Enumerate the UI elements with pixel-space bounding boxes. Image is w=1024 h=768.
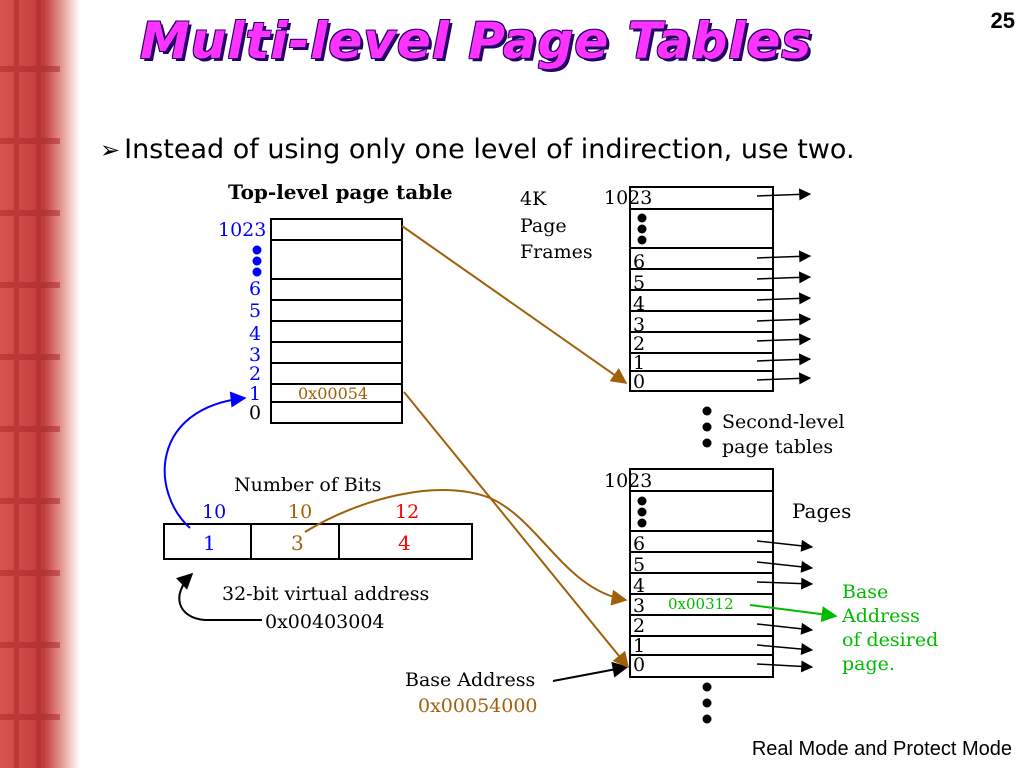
top-label-5: 5: [249, 300, 261, 322]
top-table-title: Top-level page table: [228, 180, 453, 204]
desired-page-label: Base Address of desired page.: [841, 581, 938, 675]
top-level-table: Top-level page table 1023 6 5 4 3 2 1 0 …: [218, 180, 453, 424]
bits-title: Number of Bits: [234, 474, 381, 496]
field-table: 3: [291, 531, 304, 555]
svg-text:of desired: of desired: [842, 629, 938, 651]
svg-text:3: 3: [633, 595, 645, 617]
second-level-label: Second-level page tables: [702, 406, 845, 458]
slide-number: 25: [990, 8, 1015, 33]
svg-text:4: 4: [633, 575, 645, 597]
second-level-table-2: 1023 6 5 4 3 2 1 0 0x00312: [604, 468, 838, 724]
svg-text:2: 2: [633, 333, 645, 355]
pages-label: Pages: [792, 499, 851, 523]
va-value: 0x00403004: [265, 611, 385, 633]
top-label-2: 2: [249, 363, 261, 385]
svg-text:6: 6: [633, 251, 645, 273]
base-address-label: Base Address: [405, 669, 535, 691]
svg-text:5: 5: [633, 554, 645, 576]
top-entry-value: 0x00054: [298, 384, 368, 403]
virtual-address-fields: Number of Bits 10 10 12 1 3 4 32-bit vir…: [163, 474, 473, 633]
top-label-4: 4: [249, 323, 261, 345]
svg-text:Second-level: Second-level: [722, 411, 845, 433]
bottom-ellipsis-icon: [702, 682, 712, 724]
svg-text:Address: Address: [841, 605, 920, 627]
svg-text:2: 2: [633, 615, 645, 637]
bit-width-table: 10: [288, 501, 312, 523]
base-address-value: 0x00054000: [418, 695, 538, 717]
top-label-1: 1: [249, 383, 261, 405]
table1-ellipsis-icon: [637, 213, 647, 245]
svg-text:4: 4: [633, 293, 645, 315]
top-ellipsis: [252, 245, 262, 277]
frames-label: 4K Page Frames: [520, 188, 593, 263]
svg-text:5: 5: [633, 272, 645, 294]
svg-text:1023: 1023: [604, 187, 652, 209]
table-index-arrow: [304, 489, 628, 606]
svg-text:page.: page.: [842, 653, 895, 675]
second-level-table-1: 1023 6 5 4 3 2 1 0: [604, 186, 812, 393]
svg-text:Frames: Frames: [520, 241, 593, 263]
top-label-6: 6: [249, 278, 261, 300]
top-label-1023: 1023: [218, 219, 266, 241]
field-offset: 4: [398, 531, 411, 555]
bit-width-dir: 10: [202, 501, 226, 523]
svg-text:page tables: page tables: [722, 436, 833, 458]
top-label-3: 3: [249, 344, 261, 366]
svg-text:3: 3: [633, 314, 645, 336]
svg-text:1: 1: [633, 352, 645, 374]
bullet-arrow-icon: ➢: [100, 136, 121, 164]
svg-text:0: 0: [633, 371, 645, 393]
va-label: 32-bit virtual address: [222, 583, 429, 605]
svg-text:4K: 4K: [520, 188, 547, 210]
svg-text:0: 0: [633, 654, 645, 676]
bullet-point: ➢Instead of using only one level of indi…: [100, 134, 855, 165]
top1023-to-table1-arrow: [401, 225, 628, 384]
bullet-text: Instead of using only one level of indir…: [124, 134, 855, 165]
table2-entry-value: 0x00312: [668, 595, 734, 613]
top-label-0: 0: [249, 402, 261, 424]
svg-text:Base: Base: [842, 581, 888, 603]
slide-title: Multi-level Page Tables: [140, 12, 813, 70]
decorative-stripe: [0, 0, 80, 768]
field-dir: 1: [203, 531, 216, 555]
dir-index-arrow: [163, 391, 247, 529]
svg-text:1: 1: [633, 635, 645, 657]
svg-text:Page: Page: [520, 215, 567, 237]
bit-width-offset: 12: [395, 501, 419, 523]
table2-ellipsis-icon: [637, 496, 647, 528]
slide-footer: Real Mode and Protect Mode: [751, 738, 1012, 760]
entry-to-table2-arrow: [403, 391, 630, 669]
svg-text:6: 6: [633, 533, 645, 555]
svg-text:1023: 1023: [604, 470, 652, 492]
